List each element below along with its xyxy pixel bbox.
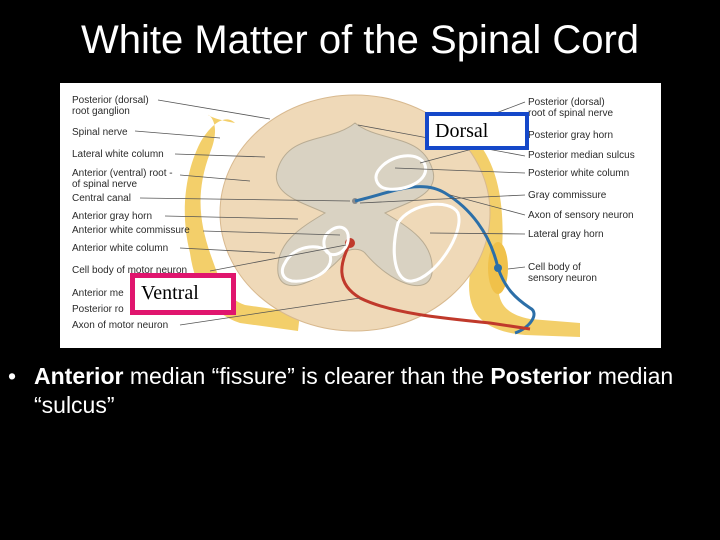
label-anterior-white-commissure: Anterior white commissure — [72, 225, 190, 236]
label-posterior-dorsal-root-ganglion-1: Posterior (dorsal) — [72, 95, 149, 106]
label-anterior-gray-horn: Anterior gray horn — [72, 211, 153, 222]
lateral-column-highlight — [392, 202, 461, 283]
bullet-text-end: median “sulcus” — [34, 363, 674, 418]
spinal-cord-illustration — [134, 94, 580, 337]
spinal-cord-diagram: Posterior (dorsal) root ganglion Spinal … — [60, 83, 661, 348]
label-posterior-white-column: Posterior white column — [528, 168, 630, 179]
label-posterior-dorsal-root-1: Posterior (dorsal) — [528, 97, 605, 108]
label-cell-body-sensory-neuron-1: Cell body of — [528, 262, 581, 273]
label-anterior-median-fissure: Anterior me — [72, 288, 124, 299]
label-posterior-dorsal-root-ganglion-2: root ganglion — [72, 106, 130, 117]
left-leader-lines — [134, 99, 361, 326]
label-lateral-white-column: Lateral white column — [72, 149, 164, 160]
bullet-term-posterior: Posterior — [490, 363, 592, 389]
label-anterior-white-column: Anterior white column — [72, 243, 169, 254]
bullet-symbol: • — [8, 363, 17, 389]
bullet-term-anterior: Anterior — [34, 363, 124, 389]
sensory-neuron-cell-body — [494, 264, 502, 272]
label-posterior-median-sulcus: Posterior median sulcus — [528, 150, 635, 161]
label-anterior-ventral-root-1: Anterior (ventral) root - — [72, 168, 173, 179]
label-spinal-nerve: Spinal nerve — [72, 127, 128, 138]
dorsal-label-box: Dorsal — [425, 112, 529, 150]
ventral-label-box: Ventral — [130, 273, 236, 315]
label-anterior-ventral-root-2: of spinal nerve — [72, 179, 138, 190]
anterior-median-highlight — [322, 225, 350, 257]
bullet-text: Anterior median “fissure” is clearer tha… — [34, 362, 720, 420]
label-lateral-gray-horn: Lateral gray horn — [528, 229, 604, 240]
label-posterior-gray-horn: Posterior gray horn — [528, 130, 614, 141]
label-central-canal: Central canal — [72, 193, 131, 204]
label-cell-body-sensory-neuron-2: sensory neuron — [528, 273, 597, 284]
anterior-column-highlight — [280, 245, 333, 283]
label-gray-commissure: Gray commissure — [528, 190, 607, 201]
bullet-text-middle: median “fissure” is clearer than the — [123, 363, 491, 389]
label-posterior-dorsal-root-2: root of spinal nerve — [528, 108, 614, 119]
motor-axon-path — [340, 242, 531, 331]
posterior-column-highlight — [374, 154, 428, 191]
label-posterior-root: Posterior ro — [72, 304, 124, 315]
label-axon-motor-neuron: Axon of motor neuron — [72, 320, 169, 331]
label-cell-body-motor-neuron: Cell body of motor neuron — [72, 265, 188, 276]
sensory-axon-path — [354, 185, 536, 335]
label-axon-sensory-neuron: Axon of sensory neuron — [528, 210, 634, 221]
slide-title: White Matter of the Spinal Cord — [80, 18, 640, 62]
